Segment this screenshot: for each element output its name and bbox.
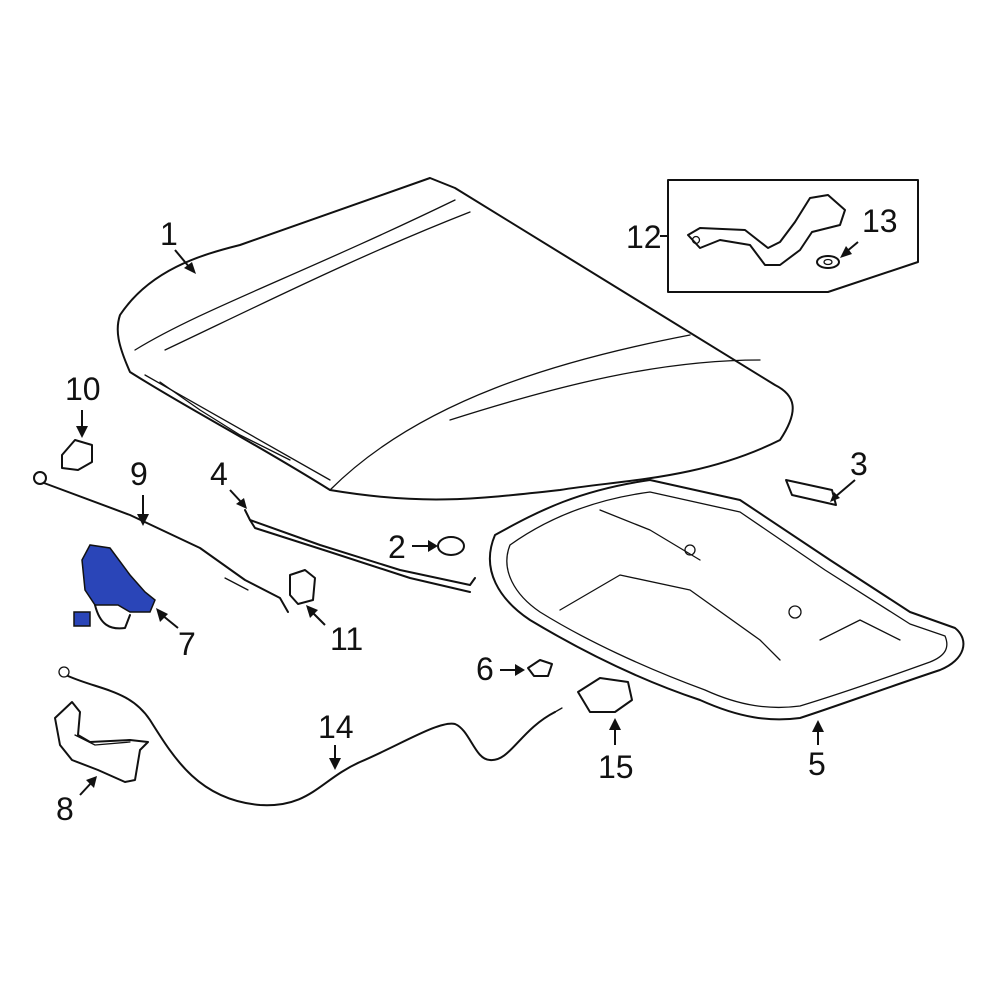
svg-text:3: 3	[850, 446, 868, 482]
release-cable[interactable]	[58, 666, 563, 807]
inset-box	[667, 179, 919, 293]
latch-body	[81, 544, 156, 613]
callout-14: 14	[318, 709, 354, 770]
latch-release-bracket[interactable]	[577, 677, 633, 713]
callout-8: 8	[56, 776, 97, 827]
callout-1: 1	[160, 216, 196, 274]
svg-text:1: 1	[160, 216, 178, 252]
svg-text:5: 5	[808, 746, 826, 782]
callout-4: 4	[210, 456, 247, 509]
svg-text:14: 14	[318, 709, 354, 745]
svg-text:2: 2	[388, 529, 406, 565]
callout-9: 9	[130, 456, 149, 526]
callout-11: 11	[306, 605, 363, 657]
hood-latch[interactable]	[73, 544, 156, 630]
svg-text:9: 9	[130, 456, 148, 492]
svg-text:8: 8	[56, 791, 74, 827]
svg-text:15: 15	[598, 749, 634, 785]
callout-7: 7	[156, 608, 196, 662]
svg-text:10: 10	[65, 371, 101, 407]
svg-text:11: 11	[330, 621, 363, 657]
hinge[interactable]	[687, 194, 846, 266]
hood-panel[interactable]	[116, 177, 794, 501]
svg-text:7: 7	[178, 626, 196, 662]
svg-text:6: 6	[476, 651, 494, 687]
callout-6: 6	[476, 651, 525, 687]
callout-12: 12	[626, 219, 668, 255]
callout-10: 10	[65, 371, 101, 438]
latch-connector	[94, 604, 131, 630]
callout-2: 2	[388, 529, 438, 565]
pad[interactable]	[785, 479, 837, 506]
prop-rod-holder[interactable]	[61, 439, 93, 471]
insulator[interactable]	[489, 479, 965, 721]
grommet[interactable]	[437, 536, 465, 556]
svg-text:13: 13	[862, 203, 898, 239]
release-handle[interactable]	[54, 701, 149, 783]
callout-5: 5	[808, 720, 826, 782]
callout-13: 13	[840, 203, 898, 258]
callout-3: 3	[830, 446, 868, 502]
svg-text:12: 12	[626, 219, 662, 255]
seal[interactable]	[244, 509, 476, 593]
svg-text:4: 4	[210, 456, 228, 492]
hinge-washer[interactable]	[816, 255, 840, 269]
clip[interactable]	[527, 659, 553, 677]
callout-15: 15	[598, 718, 634, 785]
prop-rod-bracket[interactable]	[289, 569, 316, 605]
prop-rod[interactable]	[33, 471, 289, 613]
